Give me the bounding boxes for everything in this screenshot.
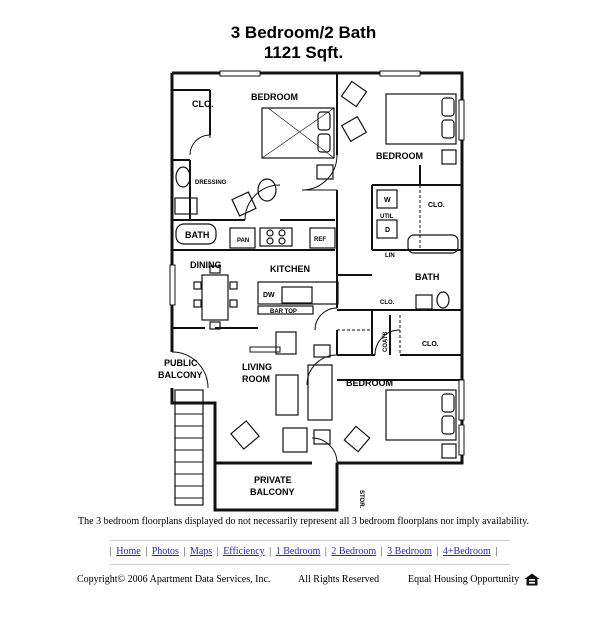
label-bedroom-3: BEDROOM — [346, 378, 393, 388]
label-public-balcony-1: PUBLIC — [164, 358, 198, 368]
label-bedroom-1: BEDROOM — [251, 92, 298, 102]
floorplan-drawing: CLO. BEDROOM BEDROOM DRESSING CLO. W UTI… — [158, 70, 465, 512]
label-private-balcony-1: PRIVATE — [254, 475, 292, 485]
nav-link-photos[interactable]: Photos — [151, 546, 179, 557]
nav-link-3-bedroom[interactable]: 3 Bedroom — [387, 546, 432, 557]
label-clo-3: CLO. — [380, 300, 395, 306]
label-living-1: LIVING — [242, 362, 272, 372]
nav-link-home[interactable]: Home — [116, 546, 141, 557]
label-dryer: D — [385, 227, 390, 234]
label-clo-4: CLO. — [422, 341, 439, 348]
label-coats: COATS — [383, 331, 389, 352]
label-private-balcony-2: BALCONY — [250, 487, 295, 497]
divider-top — [110, 540, 510, 541]
label-bar-top: BAR TOP — [270, 309, 297, 315]
label-clo-1: CLO. — [192, 99, 214, 109]
label-bath-2: BATH — [415, 272, 439, 282]
site-nav: | Home | Photos | Maps | Efficiency | 1 … — [109, 546, 498, 557]
label-dining: DINING — [190, 260, 222, 270]
label-washer: W — [384, 197, 391, 204]
copyright-text: Copyright© 2006 Apartment Data Services,… — [77, 574, 271, 585]
nav-link-2-bedroom[interactable]: 2 Bedroom — [331, 546, 377, 557]
label-ref: REF — [314, 237, 326, 243]
plan-size: 1121 Sqft. — [263, 43, 344, 62]
nav-link-4-plus-bedroom[interactable]: 4+Bedroom — [442, 546, 491, 557]
label-clo-2: CLO. — [428, 202, 445, 209]
label-stor: STOR. — [358, 490, 364, 509]
rights-text: All Rights Reserved — [298, 574, 380, 585]
label-pan: PAN — [237, 238, 249, 244]
plan-title: 3 Bedroom/2 Bath — [230, 23, 377, 42]
equal-housing-icon — [524, 573, 540, 586]
label-bedroom-2: BEDROOM — [376, 151, 423, 161]
nav-link-efficiency[interactable]: Efficiency — [223, 546, 265, 557]
label-bath-1: BATH — [185, 230, 209, 240]
label-util: UTIL — [380, 214, 394, 220]
label-living-2: ROOM — [242, 374, 270, 384]
divider-bottom — [110, 564, 510, 565]
label-public-balcony-2: BALCONY — [158, 370, 203, 380]
label-dressing: DRESSING — [195, 180, 227, 186]
label-kitchen: KITCHEN — [270, 264, 310, 274]
equal-housing-text: Equal Housing Opportunity — [408, 574, 520, 585]
nav-link-1-bedroom[interactable]: 1 Bedroom — [275, 546, 321, 557]
disclaimer-text: The 3 bedroom floorplans displayed do no… — [78, 516, 529, 527]
label-dw: DW — [263, 292, 275, 299]
label-lin: LIN — [385, 253, 395, 259]
nav-link-maps[interactable]: Maps — [189, 546, 213, 557]
